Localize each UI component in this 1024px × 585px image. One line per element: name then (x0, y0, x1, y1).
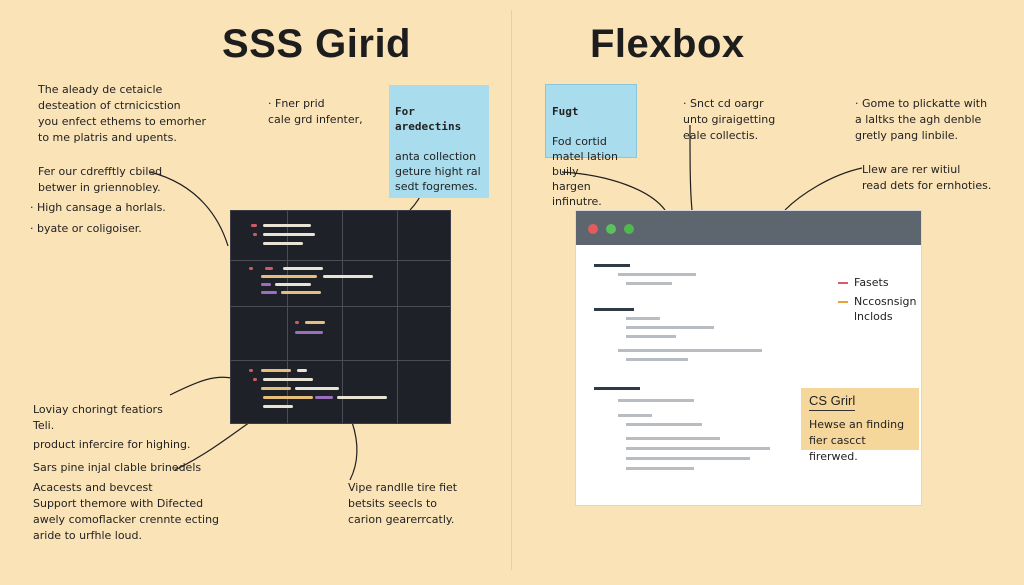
cs-grid-card-body: Hewse an finding fier cascct firerwed. (809, 418, 905, 463)
grid-cell (343, 211, 398, 261)
code-line (337, 396, 387, 399)
grid-cell (398, 307, 450, 361)
bottom-note-3: Sars pine injal clable brinedels (33, 461, 202, 474)
grid-cell (398, 211, 450, 261)
bullet-note-2: · byate or coligoiser. (30, 222, 142, 235)
code-line (261, 369, 291, 372)
left-intro-note: The aleady de cetaicle desteation of ctr… (38, 83, 207, 144)
code-line (263, 405, 293, 408)
minimize-dot-icon[interactable] (606, 224, 616, 234)
code-line (263, 378, 313, 381)
grid-sticky-title: For aredectins (395, 105, 462, 133)
flex-sticky-note: Fugt Fod cortid matel lation buily harge… (545, 84, 637, 208)
code-line (265, 267, 273, 270)
grid-panel (230, 210, 451, 424)
game-note: · Gome to plickatte with a laltks the ag… (855, 97, 988, 142)
bullet-note-1: · High cansage a horlals. (30, 201, 166, 214)
llew-note: Llew are rer witiul read dets for ernhot… (862, 163, 992, 192)
content-heading-line (594, 308, 634, 311)
grid-cell (231, 211, 288, 261)
bottom-note-4: Acacests and bevcest Support themore wit… (33, 481, 220, 542)
legend-label-1: Fasets (854, 276, 889, 289)
content-line (626, 423, 702, 426)
grid-cell (231, 307, 288, 361)
content-line (626, 335, 676, 338)
bottom-note-1: Loviay choringt featiors Teli. (33, 403, 163, 432)
content-line (626, 467, 694, 470)
cs-grid-card-title: CS Grirl (809, 392, 856, 411)
code-line (251, 224, 257, 227)
code-line (323, 275, 373, 278)
code-line (283, 267, 323, 270)
browser-title-bar (576, 211, 921, 245)
code-line (295, 387, 339, 390)
code-line (305, 321, 325, 324)
grid-cell (231, 361, 288, 423)
code-line (249, 369, 253, 372)
content-line (626, 447, 770, 450)
grid-cell (398, 361, 450, 423)
grid-cell (343, 307, 398, 361)
grid-cell (288, 361, 343, 423)
snct-note: · Snct cd oargr unto giraigetting eale c… (683, 97, 776, 142)
code-line (281, 291, 321, 294)
code-line (261, 283, 271, 286)
content-line (626, 326, 714, 329)
legend-swatch-orange (838, 301, 848, 303)
code-line (295, 321, 299, 324)
content-line (618, 273, 696, 276)
content-line (618, 349, 762, 352)
content-line (626, 457, 750, 460)
grid-cell (398, 261, 450, 307)
code-line (263, 224, 311, 227)
code-line (297, 369, 307, 372)
bottom-note-2: product infercire for highing. (33, 438, 191, 451)
grid-sticky-body: anta collection geture hight ral sedt fo… (395, 150, 481, 193)
code-line (263, 396, 313, 399)
content-line (626, 317, 660, 320)
legend-label-2: Nccosnsign lnclods (854, 295, 917, 323)
code-line (275, 283, 311, 286)
grid-cell (288, 261, 343, 307)
content-line (626, 437, 720, 440)
grid-cell (288, 211, 343, 261)
legend-swatch-red (838, 282, 848, 284)
flex-sticky-title: Fugt (552, 105, 579, 118)
code-line (315, 396, 333, 399)
browser-window: Fasets Nccosnsign lnclods (575, 210, 922, 506)
flex-sticky-body: Fod cortid matel lation buily hargen inf… (552, 135, 618, 208)
maximize-dot-icon[interactable] (624, 224, 634, 234)
code-line (253, 378, 257, 381)
content-line (626, 282, 672, 285)
cs-grid-card: CS Grirl Hewse an finding fier cascct fi… (801, 388, 919, 463)
close-dot-icon[interactable] (588, 224, 598, 234)
content-line (626, 358, 688, 361)
mid-note: Fer our cdrefftly cbiled betwer in grien… (38, 165, 163, 194)
code-line (253, 233, 257, 236)
center-divider (511, 10, 512, 570)
flexbox-title: Flexbox (590, 22, 745, 66)
code-line (263, 242, 303, 245)
content-heading-line (594, 387, 640, 390)
prid-note: · Fner prid cale grd infenter, (268, 97, 363, 126)
code-line (295, 331, 323, 334)
vipe-note: Vipe randlle tire fiet betsits seecls to… (348, 481, 458, 526)
css-grid-title: SSS Girid (222, 22, 411, 66)
grid-cell (343, 361, 398, 423)
code-line (261, 387, 291, 390)
grid-cell (343, 261, 398, 307)
content-line (618, 399, 694, 402)
grid-cell (288, 307, 343, 361)
code-line (249, 267, 253, 270)
code-line (263, 233, 315, 236)
grid-sticky-note: For aredectins anta collection geture hi… (389, 85, 489, 198)
code-line (261, 275, 317, 278)
code-line (261, 291, 277, 294)
content-heading-line (594, 264, 630, 267)
content-line (618, 414, 652, 417)
